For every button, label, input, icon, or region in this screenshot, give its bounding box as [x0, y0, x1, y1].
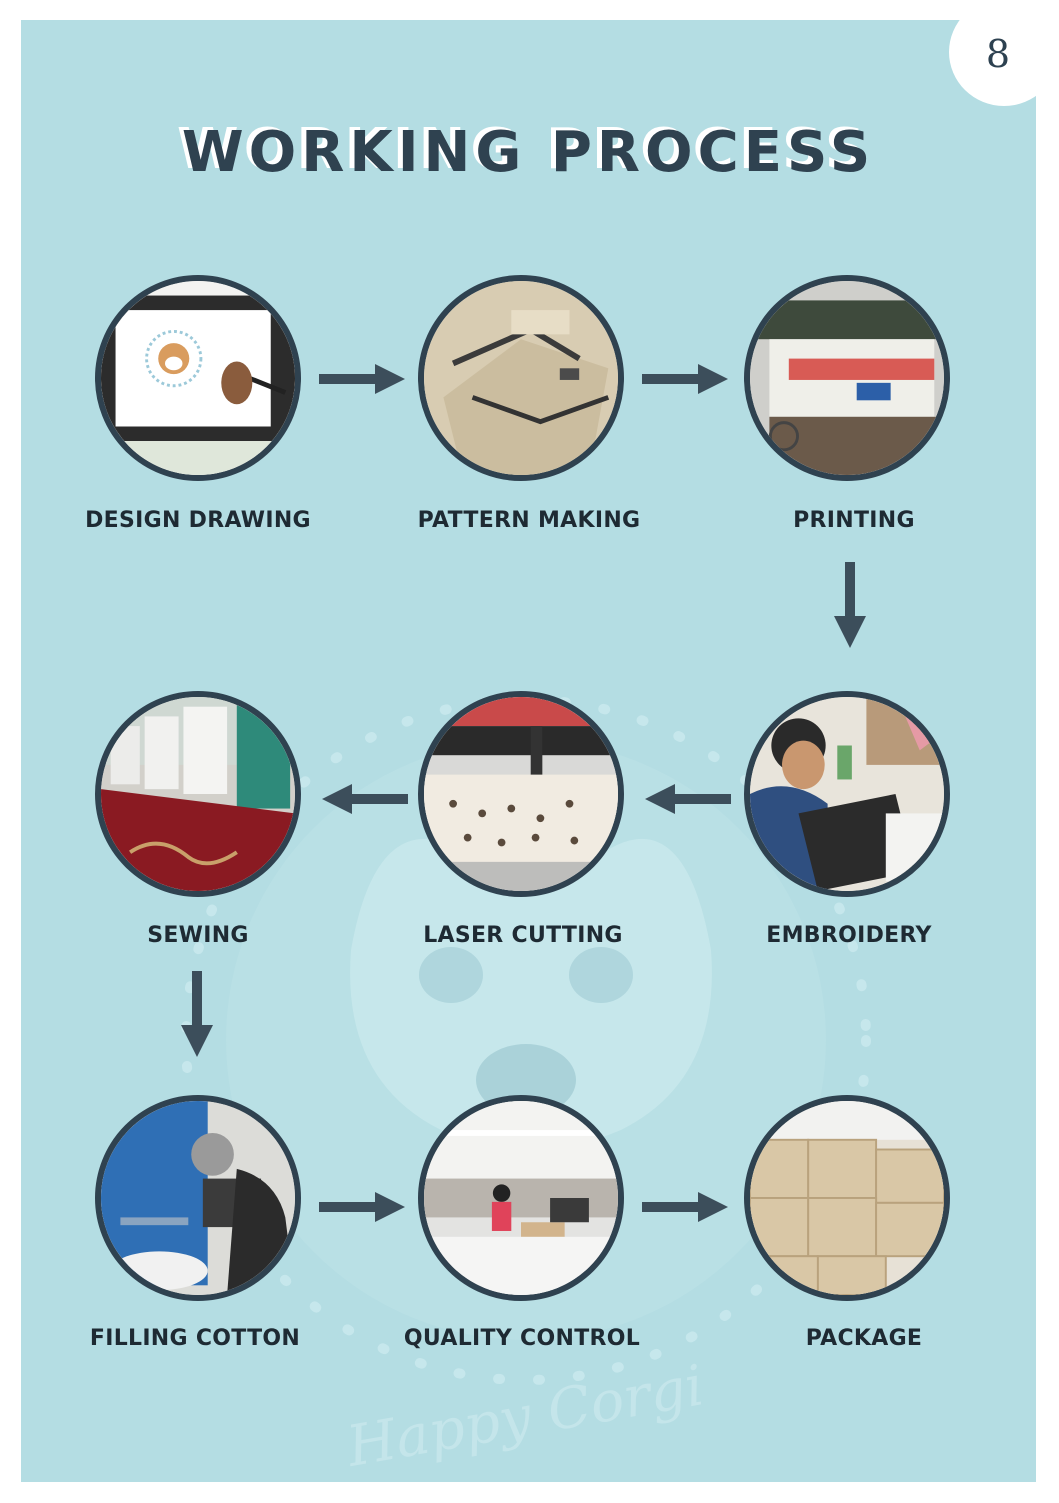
step-quality-control-image — [418, 1095, 624, 1301]
watermark-text: Happy Corgi — [341, 1353, 708, 1480]
step-laser-cutting-label: LASER CUTTING — [423, 923, 623, 948]
page-number: 8 — [985, 32, 1011, 76]
arrow-left-icon — [645, 784, 731, 814]
step-sewing-label: SEWING — [147, 923, 249, 948]
step-printing-image — [744, 275, 950, 481]
laser-cutting-photo-icon — [424, 697, 618, 891]
step-embroidery-image — [744, 691, 950, 897]
step-filling-cotton-image — [95, 1095, 301, 1301]
arrow-left-icon — [322, 784, 408, 814]
step-pattern-making-label: PATTERN MAKING — [417, 508, 641, 533]
step-filling-cotton-label: FILLING COTTON — [89, 1326, 301, 1351]
step-design-drawing-image — [95, 275, 301, 481]
sewing-photo-icon — [101, 697, 295, 891]
embroidery-photo-icon — [750, 697, 944, 891]
arrow-down-icon — [834, 562, 866, 648]
step-sewing-image — [95, 691, 301, 897]
arrow-right-icon — [642, 1192, 728, 1222]
step-printing-label: PRINTING — [793, 508, 915, 533]
step-package-label: PACKAGE — [805, 1326, 923, 1351]
step-pattern-making-image — [418, 275, 624, 481]
step-package-image — [744, 1095, 950, 1301]
arrow-down-icon — [181, 971, 213, 1057]
design-drawing-photo-icon — [101, 281, 295, 475]
pattern-making-photo-icon — [424, 281, 618, 475]
filling-cotton-photo-icon — [101, 1101, 295, 1295]
page-number-badge: 8 — [949, 20, 1036, 106]
page-title: WORKING PROCESS — [181, 120, 876, 185]
step-quality-control-label: QUALITY CONTROL — [403, 1326, 641, 1351]
arrow-right-icon — [319, 1192, 405, 1222]
package-photo-icon — [750, 1101, 944, 1295]
arrow-right-icon — [642, 364, 728, 394]
step-design-drawing-label: DESIGN DRAWING — [85, 508, 311, 533]
quality-control-photo-icon — [424, 1101, 618, 1295]
step-embroidery-label: EMBROIDERY — [766, 923, 932, 948]
arrow-right-icon — [319, 364, 405, 394]
printing-photo-icon — [750, 281, 944, 475]
step-laser-cutting-image — [418, 691, 624, 897]
page-panel: Happy Corgi 8 WORKING PROCESS — [21, 20, 1036, 1482]
